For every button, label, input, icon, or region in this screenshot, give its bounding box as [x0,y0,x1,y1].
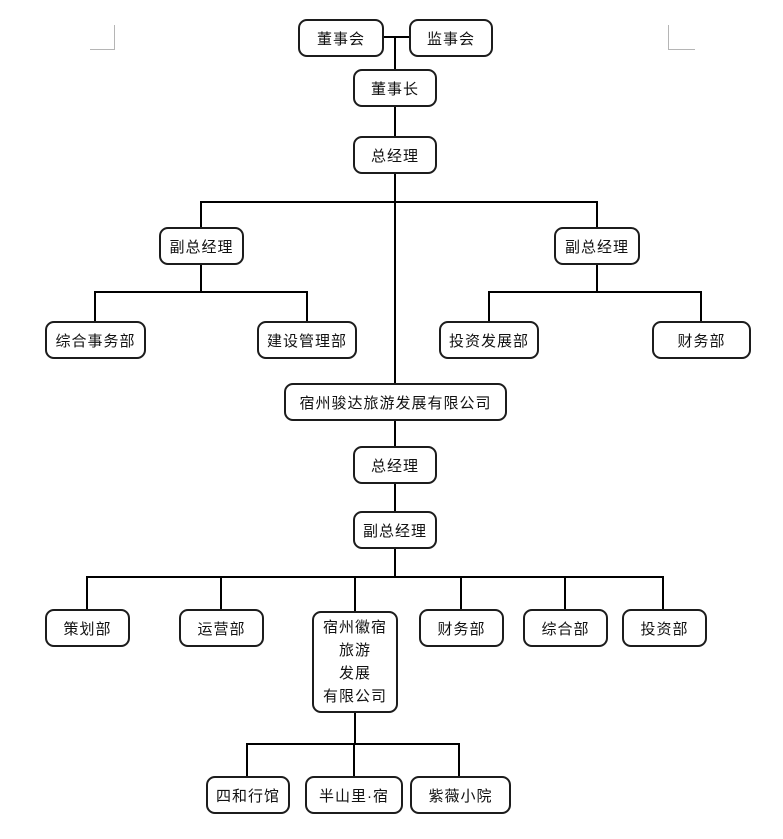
org-node-label: 总经理 [370,457,419,475]
connector-line [394,173,396,383]
org-node-general-dept-bottom: 综合部 [523,609,608,647]
connector-line [94,292,96,322]
org-node-supervisory: 监事会 [409,19,493,57]
org-node-label: 投资发展部 [448,332,529,350]
org-node-board: 董事会 [298,19,384,57]
connector-line [383,36,410,38]
org-node-label: 副总经理 [169,238,234,256]
org-node-label: 运营部 [197,620,246,638]
connector-line [200,264,202,293]
org-node-finance-dept-right: 财务部 [652,321,751,359]
connector-line [220,577,222,610]
org-node-sihe-hall: 四和行馆 [206,776,290,814]
org-node-ziwei-courtyard: 紫薇小院 [410,776,511,814]
connector-line [596,202,598,228]
org-node-finance-dept-bottom: 财务部 [419,609,504,647]
connector-line [458,744,460,777]
connector-line [394,106,396,136]
org-node-label: 紫薇小院 [428,787,493,805]
org-node-investment-dev-dept: 投资发展部 [439,321,539,359]
org-node-label: 建设管理部 [266,332,347,350]
org-node-junda-company: 宿州骏达旅游发展有限公司 [284,383,507,421]
connector-line [200,201,598,203]
org-node-label: 有限公司 [322,688,387,705]
page-margin-mark-top-right [668,25,669,50]
connector-line [394,37,396,69]
org-node-banshanli-su: 半山里·宿 [305,776,403,814]
page-margin-mark-top-left [90,49,115,50]
connector-line [488,291,702,293]
org-node-general-manager-top: 总经理 [353,136,437,174]
connector-line [700,292,702,322]
org-node-label: 董事会 [316,30,365,48]
org-node-label: 策划部 [63,620,112,638]
org-node-label: 综合事务部 [55,332,136,350]
page-margin-mark-top-left [114,25,115,50]
connector-line [394,420,396,447]
connector-line [564,577,566,610]
org-node-general-affairs-dept: 综合事务部 [45,321,146,359]
org-node-label: 董事长 [370,80,419,98]
connector-line [460,577,462,610]
connector-line [246,744,248,777]
connector-line [353,744,355,777]
org-node-construction-mgmt-dept: 建设管理部 [257,321,357,359]
org-node-deputy-gm-mid: 副总经理 [353,511,437,549]
org-node-huisu-company: 宿州徽宿 旅游 发展 有限公司 [312,611,398,713]
org-node-operations-dept: 运营部 [179,609,264,647]
connector-line [394,483,396,512]
org-node-label: 宿州骏达旅游发展有限公司 [299,394,492,412]
org-node-chairman: 董事长 [353,69,437,107]
connector-line [86,577,88,610]
connector-line [200,202,202,228]
org-node-label: 四和行馆 [215,787,280,805]
org-node-label: 副总经理 [362,522,427,540]
page-margin-mark-top-right [669,49,695,50]
org-node-investment-dept-bottom: 投资部 [622,609,707,647]
connector-line [394,548,396,578]
org-node-label: 投资部 [640,620,689,638]
org-node-label: 财务部 [437,620,486,638]
connector-line [306,292,308,322]
org-node-deputy-gm-right: 副总经理 [554,227,640,265]
org-node-label: 副总经理 [564,238,629,256]
org-node-deputy-gm-left: 副总经理 [159,227,244,265]
org-node-general-manager-mid: 总经理 [353,446,437,484]
connector-line [596,264,598,293]
org-node-planning-dept: 策划部 [45,609,130,647]
org-node-label: 监事会 [426,30,475,48]
connector-line [354,577,356,612]
org-node-label: 综合部 [541,620,590,638]
connector-line [86,576,664,578]
connector-line [94,291,308,293]
org-node-label: 旅游 [338,642,371,659]
org-node-label: 发展 [338,665,371,682]
connector-line [662,577,664,610]
org-node-label: 宿州徽宿 [322,619,387,636]
connector-line [488,292,490,322]
org-node-label: 总经理 [370,147,419,165]
org-node-label: 财务部 [677,332,726,350]
connector-line [354,713,356,745]
org-node-label: 半山里·宿 [319,787,389,805]
